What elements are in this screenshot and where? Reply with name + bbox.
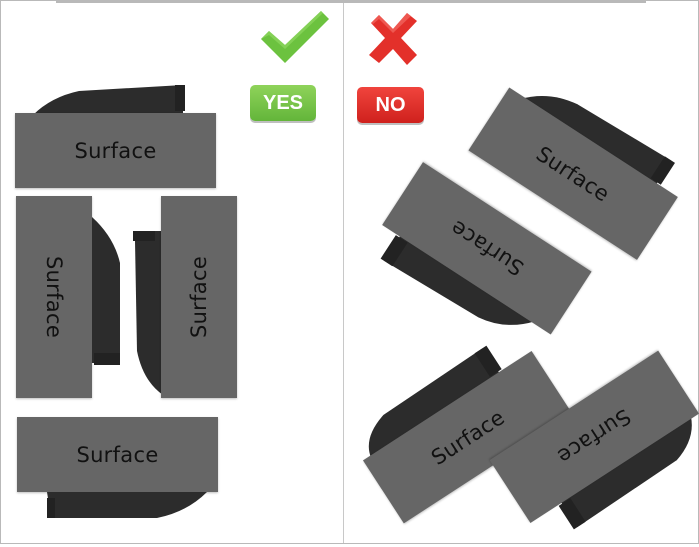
surface-label: Surface (74, 138, 157, 163)
keyboard-shape (33, 85, 185, 115)
keyboard-shape (521, 95, 677, 186)
surface-label: Surface (445, 215, 528, 281)
surface-plate: Surface (17, 417, 218, 492)
surface-label: Surface (76, 442, 159, 467)
keyboard-shape (133, 231, 163, 395)
surface-plate: Surface (15, 113, 216, 188)
surface-label: Surface (187, 255, 212, 339)
panel-divider (343, 3, 344, 543)
surface-plate: Surface (16, 196, 92, 398)
keyboard-shape (47, 492, 207, 518)
surface-label: Surface (553, 404, 636, 470)
keyboard-shape (379, 233, 536, 325)
keyboard-shape (558, 415, 692, 532)
yes-badge: YES (250, 85, 316, 121)
surface-plate: Surface (161, 196, 237, 398)
cross-mark-icon (369, 13, 417, 65)
surface-label: Surface (42, 255, 67, 339)
surface-label: Surface (532, 141, 615, 207)
keyboard-shape (92, 217, 120, 365)
check-mark-icon (261, 11, 329, 63)
no-badge: NO (357, 87, 424, 123)
keyboard-shape (368, 344, 502, 459)
